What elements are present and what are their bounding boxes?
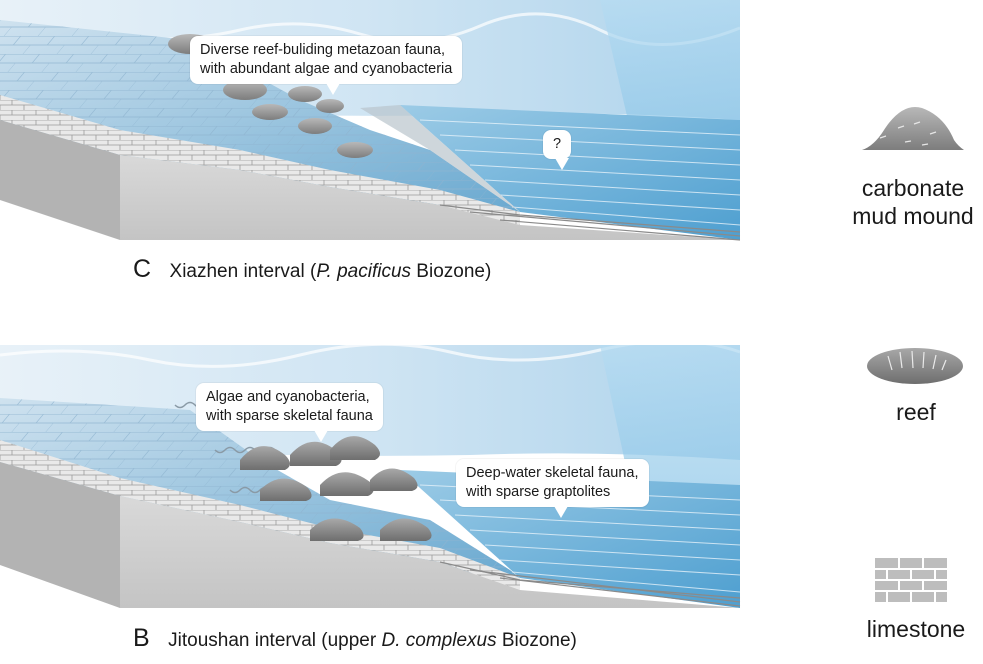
callout-line: ? bbox=[553, 136, 562, 152]
reef bbox=[320, 472, 374, 496]
mound bbox=[337, 142, 373, 158]
panel-b-callout-algae: Algae and cyanobacteria, with sparse ske… bbox=[196, 383, 383, 442]
mound bbox=[223, 80, 267, 100]
callout-line: Algae and cyanobacteria, bbox=[206, 389, 370, 405]
caption-taxon: D. complexus bbox=[381, 630, 497, 651]
mound bbox=[252, 104, 288, 120]
panel-c-callout-question: ? bbox=[543, 130, 572, 170]
caption-prefix: Xiazhen interval ( bbox=[169, 261, 317, 282]
legend-label-limestone: limestone bbox=[852, 615, 980, 643]
caption-suffix: Biozone) bbox=[411, 261, 492, 282]
panel-letter: C bbox=[133, 255, 152, 283]
caption-prefix: Jitoushan interval (upper bbox=[168, 630, 382, 651]
panel-b-front-face bbox=[120, 496, 740, 608]
panel-b-front-brick bbox=[0, 440, 520, 590]
caption-taxon: P. pacificus bbox=[316, 261, 412, 282]
panel-b-front-rock bbox=[0, 462, 120, 608]
legend-label-reef: reef bbox=[868, 398, 964, 426]
reef bbox=[370, 468, 418, 491]
reef bbox=[240, 446, 290, 470]
panel-caption-text: Jitoushan interval (upper D. complexus B… bbox=[168, 630, 577, 651]
callout-line: Diverse reef-buliding metazoan fauna, bbox=[200, 42, 446, 58]
panel-c-basin-laminae bbox=[419, 119, 741, 226]
limestone-icon bbox=[875, 558, 947, 602]
panel-c-block bbox=[0, 0, 741, 241]
reef bbox=[290, 441, 342, 466]
callout-line: with abundant algae and cyanobacteria bbox=[200, 61, 453, 77]
legend-line: mud mound bbox=[852, 203, 974, 229]
panel-letter: B bbox=[133, 624, 150, 652]
panel-b-reefs bbox=[240, 436, 432, 541]
legend-line: carbonate bbox=[861, 175, 965, 201]
reef bbox=[330, 436, 380, 460]
legend-label-mud-mound: carbonate mud mound bbox=[848, 174, 978, 230]
reef bbox=[260, 478, 312, 501]
mound bbox=[316, 99, 344, 113]
panel-b-callout-deep-water: Deep-water skeletal fauna, with sparse g… bbox=[456, 459, 649, 518]
panel-c-slope-wedge bbox=[360, 105, 520, 212]
legend-line: limestone bbox=[866, 616, 966, 642]
panel-c-front-face bbox=[120, 155, 740, 240]
callout-line: with sparse skeletal fauna bbox=[206, 408, 373, 424]
panel-b-caption: B Jitoushan interval (upper D. complexus… bbox=[133, 624, 577, 653]
caption-suffix: Biozone) bbox=[496, 630, 577, 651]
panel-c-caption: C Xiazhen interval (P. pacificus Biozone… bbox=[133, 255, 491, 284]
reef bbox=[310, 518, 364, 541]
reef bbox=[380, 518, 432, 541]
reef-icon bbox=[867, 348, 963, 384]
panel-caption-text: Xiazhen interval (P. pacificus Biozone) bbox=[170, 261, 492, 282]
panel-c-basin-floor bbox=[400, 105, 740, 240]
panel-c-front-strata bbox=[439, 204, 741, 241]
mound bbox=[298, 118, 332, 134]
callout-line: Deep-water skeletal fauna, bbox=[466, 465, 639, 481]
panel-c-front-brick bbox=[0, 95, 520, 225]
mound bbox=[288, 86, 322, 102]
legend-line: reef bbox=[896, 399, 936, 425]
panel-b-front-strata bbox=[439, 561, 741, 607]
carbonate-mud-mound-icon bbox=[862, 106, 964, 150]
panel-b-block bbox=[0, 339, 741, 608]
callout-line: with sparse graptolites bbox=[466, 484, 611, 500]
panel-c-front-rock bbox=[0, 120, 120, 240]
panel-c-callout-reef-fauna: Diverse reef-buliding metazoan fauna, wi… bbox=[190, 36, 463, 95]
